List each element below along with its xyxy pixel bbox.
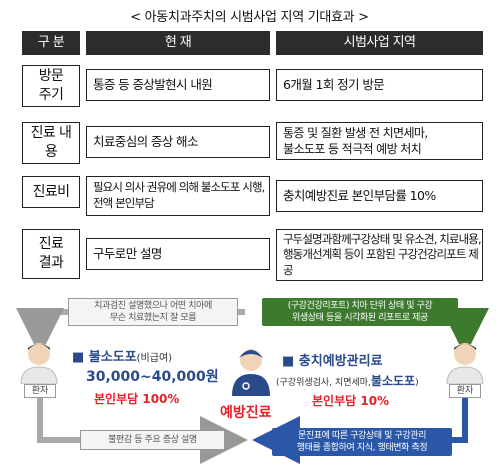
left-service-title: ■ 불소도포	[72, 350, 137, 365]
row-label-fee: 진료비	[22, 176, 80, 208]
patient-left-icon	[18, 340, 60, 388]
right-sub-prefix: (구강위생검사, 치면세마,	[276, 378, 371, 388]
cell-pilot-visit-cycle: 6개월 1회 정기 방문	[276, 69, 483, 101]
note-left-top: 치과검진 설명했으나 어떤 치아에 무슨 치료했는지 잘 모름	[68, 298, 238, 326]
left-copay: 본인부담 100%	[94, 392, 180, 406]
note-left-bottom: 불편감 등 주요 증상 설명	[80, 430, 225, 450]
header-pilot: 시범사업 지역	[276, 31, 483, 55]
header-current: 현 재	[86, 31, 270, 55]
cell-current-treatment: 치료중심의 증상 해소	[86, 126, 270, 158]
left-service-note: (비급여)	[136, 353, 173, 364]
right-sub-suffix: )	[415, 378, 419, 388]
cell-pilot-treatment: 통증 및 질환 발생 전 치면세마, 불소도포 등 적극적 예방 처치	[276, 122, 483, 160]
row-label-treatment: 진료 내 용	[22, 122, 80, 164]
header-category: 구 분	[22, 31, 80, 55]
right-service-title: ■ 충치예방관리료	[282, 354, 383, 369]
cell-current-visit-cycle: 통증 등 증상발현시 내원	[86, 69, 270, 101]
patient-right-label: 환자	[449, 384, 481, 398]
center-label-preventive-care: 예방진료	[220, 405, 272, 421]
patient-left-label: 환자	[24, 384, 56, 398]
right-copay: 본인부담 10%	[312, 394, 390, 408]
right-sub-bold: 불소도포	[370, 374, 416, 388]
row-label-visit-cycle: 방문 주기	[22, 65, 80, 107]
cell-current-result: 구두로만 설명	[86, 238, 270, 270]
row-label-result: 진료 결과	[22, 229, 80, 279]
page-title: < 아동치과주치의 시범사업 지역 기대효과 >	[130, 10, 369, 25]
cell-pilot-result: 구두설명과함께구강상태 및 유소견, 치료내용, 행동개선계획 등이 포함된 구…	[276, 229, 483, 281]
cell-current-fee: 필요시 의사 권유에 의해 불소도포 시행, 전액 본인부담	[86, 176, 270, 216]
cell-pilot-fee: 충치예방진료 본인부담률 10%	[276, 180, 483, 212]
patient-right-icon	[444, 340, 486, 388]
left-price: 30,000~40,000원	[86, 369, 219, 385]
dentist-icon	[228, 346, 274, 400]
note-right-top: (구강건강리포트) 치아 단위 상태 및 구강 위생상태 등을 시각화된 리포트…	[262, 298, 458, 326]
note-right-bottom: 문진표에 따른 구강상태 및 구강관리 행태를 종합하여 지식, 행태변화 측정	[272, 428, 452, 456]
